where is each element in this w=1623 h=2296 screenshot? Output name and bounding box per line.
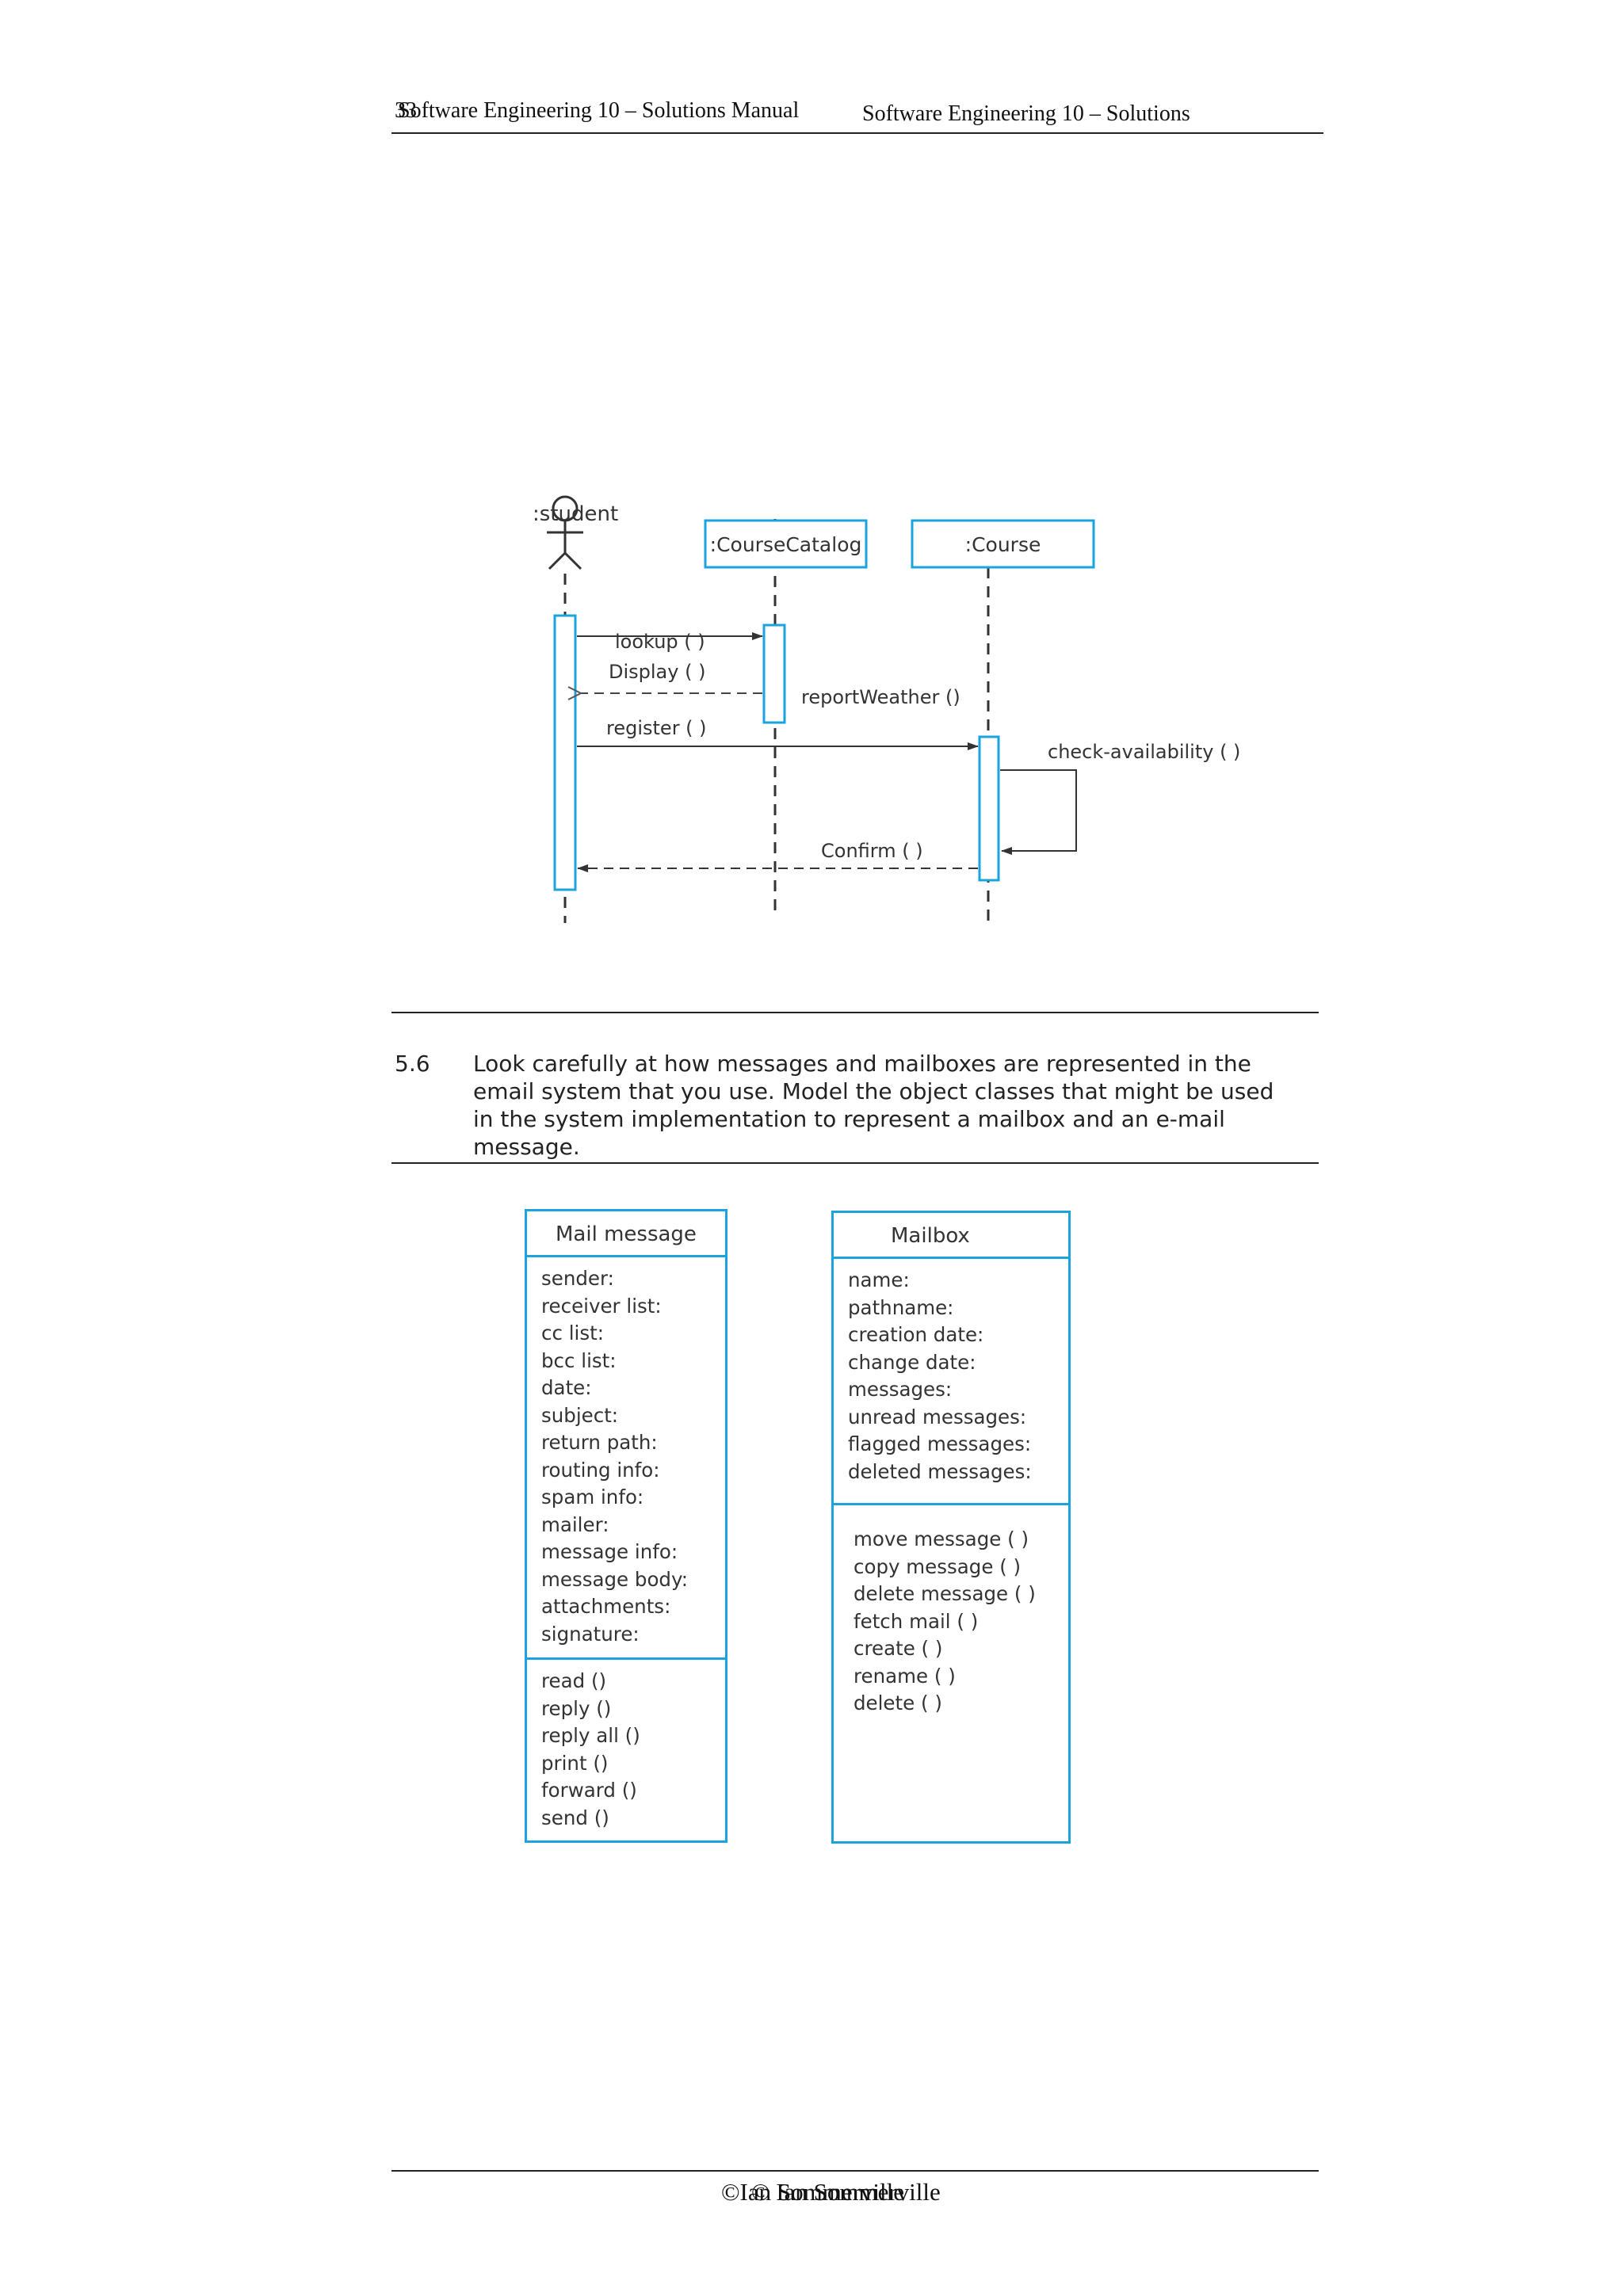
footer-copyright-overlay: © Ian Sommerville — [751, 2178, 941, 2206]
mail-message-attributes: sender: receiver list: cc list: bcc list… — [541, 1265, 688, 1648]
attribute: deleted messages: — [848, 1459, 1032, 1483]
message-confirm-label: Confirm ( ) — [821, 840, 923, 862]
attribute: unread messages: — [848, 1405, 1027, 1428]
operation: rename ( ) — [854, 1664, 956, 1688]
mailbox-attributes: name: pathname: creation date: change da… — [848, 1267, 1032, 1486]
class-title-mail-message: Mail message — [556, 1222, 697, 1246]
header-left-title: Software Engineering 10 – Solutions Manu… — [398, 98, 800, 123]
header-rule — [391, 132, 1323, 134]
object-box-course — [911, 519, 1095, 569]
sequence-diagram — [547, 495, 1095, 923]
actor-student-icon — [547, 495, 583, 570]
attribute: bcc list: — [541, 1348, 617, 1372]
actor-label: :student — [533, 502, 619, 526]
attribute: routing info: — [541, 1458, 660, 1482]
attribute: spam info: — [541, 1486, 644, 1508]
operation: forward () — [541, 1779, 637, 1802]
attribute: messages: — [848, 1378, 953, 1401]
operation: send () — [541, 1806, 609, 1829]
attribute: attachments: — [541, 1595, 671, 1618]
message-check-availability-arrow — [1000, 769, 1077, 855]
footer-rule — [391, 2170, 1319, 2172]
attribute: pathname: — [848, 1295, 954, 1319]
attribute: change date: — [848, 1350, 976, 1374]
message-lookup-label: lookup ( ) — [615, 631, 705, 653]
operation: create ( ) — [854, 1637, 943, 1660]
message-register-label: register ( ) — [606, 717, 707, 739]
attribute: mailer: — [541, 1512, 609, 1536]
object-label-course: :Course — [964, 533, 1041, 556]
attribute: creation date: — [848, 1323, 984, 1346]
page-number: 33 — [395, 98, 417, 123]
class-attributes-separator — [527, 1657, 725, 1660]
mailbox-operations: move message ( ) copy message ( ) delete… — [854, 1526, 1036, 1718]
activation-student — [553, 614, 577, 891]
object-label-coursecatalog: :CourseCatalog — [709, 533, 862, 556]
question-text: Look carefully at how messages and mailb… — [473, 1050, 1321, 1161]
attribute: receiver list: — [541, 1294, 662, 1318]
message-display-label: Display ( ) — [609, 661, 706, 683]
operation: fetch mail ( ) — [854, 1609, 979, 1633]
activation-course — [978, 735, 1000, 882]
class-box-mail-message: Mail message sender: receiver list: cc l… — [525, 1209, 727, 1843]
question-number: 5.6 — [395, 1051, 430, 1077]
operation: print () — [541, 1751, 609, 1775]
operation: read () — [541, 1669, 607, 1692]
attribute: name: — [848, 1268, 910, 1291]
attribute: date: — [541, 1376, 592, 1399]
header-right-title: Software Engineering 10 – Solutions — [862, 101, 1190, 126]
question-line-4: message. — [473, 1134, 580, 1160]
attribute: cc list: — [541, 1322, 604, 1344]
question-line-3: in the system implementation to represen… — [473, 1106, 1225, 1132]
mail-message-operations: read () reply () reply all () print () f… — [541, 1668, 640, 1832]
question-bottom-rule — [391, 1162, 1319, 1164]
attribute: sender: — [541, 1267, 614, 1290]
operation: delete ( ) — [854, 1691, 942, 1714]
attribute: subject: — [541, 1403, 619, 1427]
object-box-coursecatalog — [704, 519, 868, 569]
attribute: message body: — [541, 1567, 688, 1591]
activation-coursecatalog — [762, 624, 786, 724]
attribute: flagged messages: — [848, 1432, 1032, 1455]
class-title-mailbox: Mailbox — [891, 1224, 970, 1248]
attribute: signature: — [541, 1622, 640, 1646]
question-line-2: email system that you use. Model the obj… — [473, 1078, 1274, 1104]
message-check-availability-label: check-availability ( ) — [1048, 741, 1241, 763]
class-attributes-separator — [834, 1503, 1068, 1505]
footer-copyright: ©Ian Sommerville — [721, 2178, 905, 2206]
operation: delete message ( ) — [854, 1582, 1036, 1605]
question-top-rule — [391, 1012, 1319, 1013]
class-title-separator — [834, 1257, 1068, 1259]
question-line-1: Look carefully at how messages and mailb… — [473, 1051, 1251, 1077]
operation: move message ( ) — [854, 1527, 1029, 1550]
attribute: message info: — [541, 1540, 678, 1563]
class-box-mailbox: Mailbox name: pathname: creation date: c… — [831, 1211, 1071, 1844]
operation: reply all () — [541, 1724, 640, 1747]
attribute: return path: — [541, 1431, 658, 1454]
operation: copy message ( ) — [854, 1554, 1022, 1578]
class-title-separator — [527, 1255, 725, 1257]
message-reportweather-label: reportWeather () — [801, 686, 960, 708]
operation: reply () — [541, 1696, 612, 1720]
